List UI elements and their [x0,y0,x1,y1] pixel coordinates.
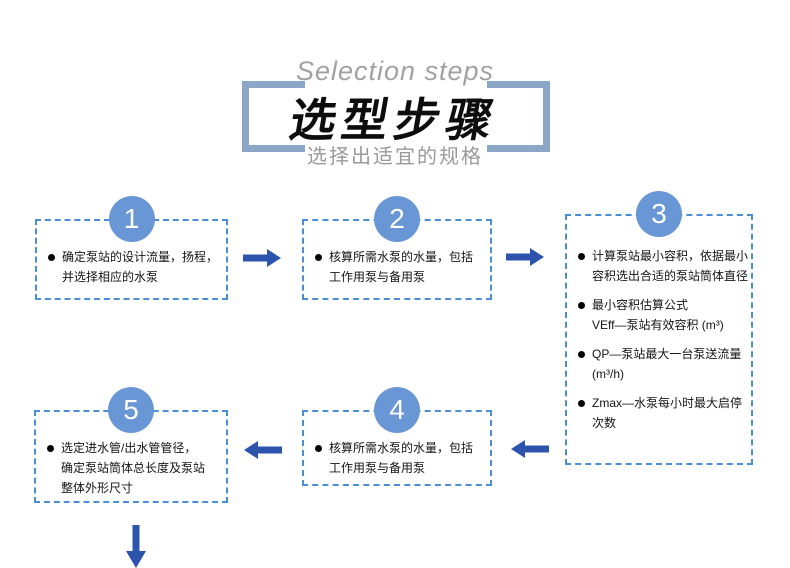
bullet-dot-icon [313,438,329,478]
bullet-dot-icon [576,393,592,433]
step-box-2: 2 核算所需水泵的水量，包括 工作用泵与备用泵 [302,196,492,300]
list-item: 核算所需水泵的水量，包括 工作用泵与备用泵 [313,438,488,478]
bullet-dot-icon [46,247,62,287]
bullet-dot-icon [576,246,592,286]
list-item: QP—泵站最大一台泵送流量 (m³/h) [576,344,749,384]
bullet-dot-icon [45,438,61,498]
bullet-dot-icon [576,344,592,384]
arrow-right-icon [506,248,544,266]
step-number-badge: 2 [374,196,420,242]
step-number-badge: 5 [108,387,154,433]
page-subtitle: 选择出适宜的规格 [307,146,483,168]
list-item: 选定进水管/出水管管径， 确定泵站筒体总长度及泵站 整体外形尺寸 [45,438,224,498]
step-box-1: 1 确定泵站的设计流量，扬程， 并选择相应的水泵 [35,196,228,300]
step-bullet-text: 核算所需水泵的水量，包括 工作用泵与备用泵 [329,250,474,284]
list-item: 计算泵站最小容积，依据最小 容积选出合适的泵站筒体直径 [576,246,749,286]
step-number-badge: 1 [108,196,155,242]
list-item: Zmax—水泵每小时最大启停 次数 [576,393,749,433]
step-box-4: 4 核算所需水泵的水量，包括 工作用泵与备用泵 [302,387,492,486]
list-item: 确定泵站的设计流量，扬程， 并选择相应的水泵 [46,247,224,287]
step-number-badge: 3 [636,191,682,237]
right-bracket-decoration [487,81,550,152]
arrow-left-icon [244,441,282,459]
step-bullet-text: 计算泵站最小容积，依据最小 容积选出合适的泵站筒体直径 [592,249,749,283]
step-bullet-text: Zmax—水泵每小时最大启停 次数 [592,396,743,430]
left-bracket-decoration [242,81,305,152]
bullet-dot-icon [576,295,592,335]
step-number-badge: 4 [374,387,420,433]
arrow-left-icon [511,440,549,458]
bullet-dot-icon [313,247,329,287]
step-bullet-text: 核算所需水泵的水量，包括 工作用泵与备用泵 [329,441,474,475]
arrow-right-icon [243,249,281,267]
list-item: 最小容积估算公式 VEff—泵站有效容积 (m³) [576,295,749,335]
step-bullet-text: QP—泵站最大一台泵送流量 (m³/h) [592,347,742,381]
step-bullet-text: 最小容积估算公式 VEff—泵站有效容积 (m³) [592,298,724,332]
step-box-5: 5 选定进水管/出水管管径， 确定泵站筒体总长度及泵站 整体外形尺寸 [34,387,228,503]
title-english: Selection steps [295,56,495,86]
arrow-down-icon [126,525,146,568]
step-box-3: 3 计算泵站最小容积，依据最小 容积选出合适的泵站筒体直径 最小容积估算公式 V… [565,191,753,465]
step-bullet-text: 确定泵站的设计流量，扬程， 并选择相应的水泵 [62,250,219,284]
step-bullet-text: 选定进水管/出水管管径， 确定泵站筒体总长度及泵站 整体外形尺寸 [61,441,206,495]
list-item: 核算所需水泵的水量，包括 工作用泵与备用泵 [313,247,488,287]
